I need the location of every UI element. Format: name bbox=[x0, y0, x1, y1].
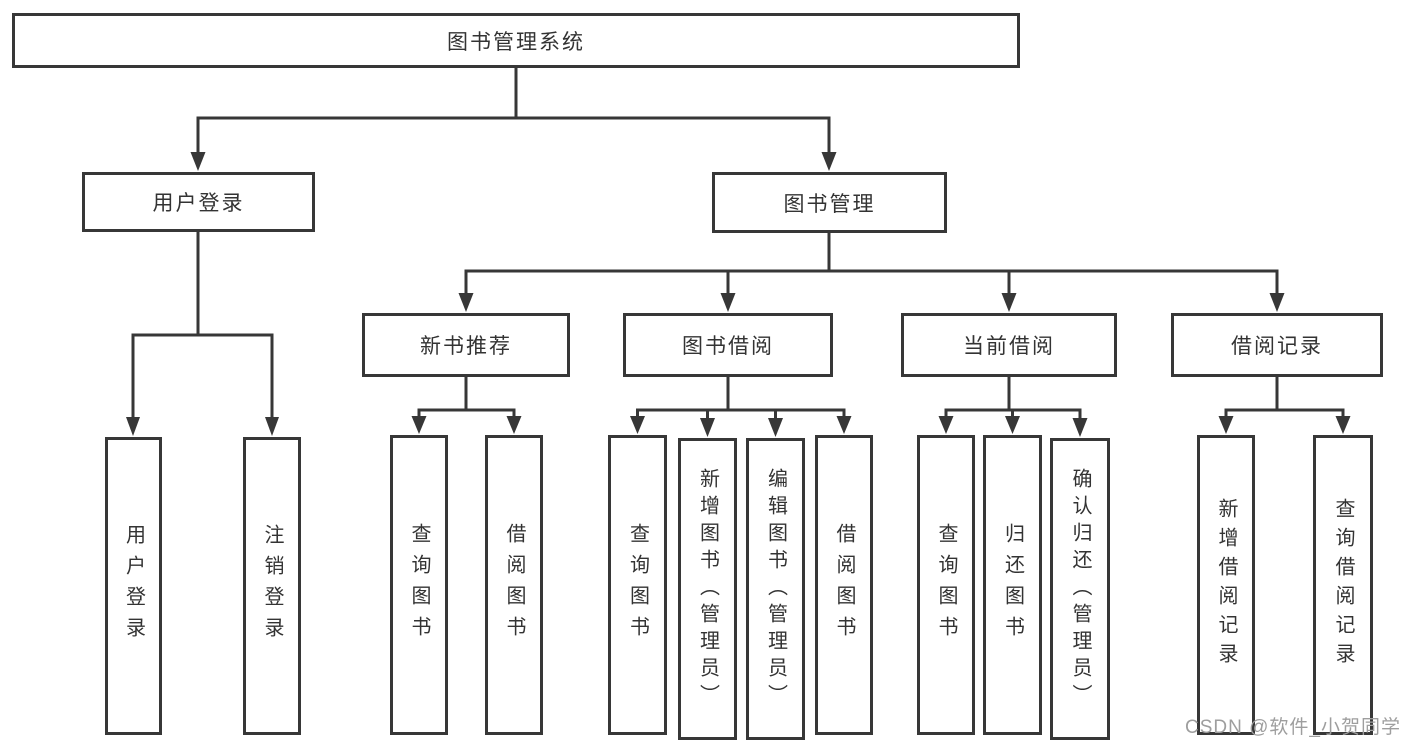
csdn-watermark: CSDN @软件_小贺同学 bbox=[1185, 717, 1401, 738]
leaf-label: 确认归还（管理员） bbox=[1069, 467, 1091, 711]
node-book-borrow: 图书借阅 bbox=[623, 313, 833, 377]
branch-book-borrow bbox=[630, 377, 852, 437]
branch-borrow-record bbox=[1218, 377, 1351, 434]
leaf-logout-label: 注销登录 bbox=[261, 524, 283, 648]
branch-new-book-recommend bbox=[411, 377, 522, 434]
leaf-label: 新增图书（管理员） bbox=[696, 467, 719, 711]
node-root-label: 图书管理系统 bbox=[447, 30, 585, 54]
node-root: 图书管理系统 bbox=[12, 13, 1020, 68]
node-current-borrow-label: 当前借阅 bbox=[963, 335, 1055, 358]
leaf-query-book-current: 查询图书 bbox=[917, 435, 975, 735]
leaf-label: 借阅图书 bbox=[503, 523, 525, 647]
leaf-label: 查询图书 bbox=[626, 523, 649, 647]
leaf-user-login: 用户登录 bbox=[105, 437, 162, 735]
leaf-edit-book-admin: 编辑图书（管理员） bbox=[746, 438, 805, 740]
leaf-add-borrow-record: 新增借阅记录 bbox=[1197, 435, 1255, 735]
leaf-label: 编辑图书（管理员） bbox=[764, 467, 787, 711]
leaf-query-book-recommend: 查询图书 bbox=[390, 435, 448, 735]
leaf-borrow-book: 借阅图书 bbox=[815, 435, 873, 735]
node-book-management-label: 图书管理 bbox=[783, 192, 876, 216]
leaf-confirm-return-admin: 确认归还（管理员） bbox=[1050, 438, 1110, 740]
leaf-add-book-admin: 新增图书（管理员） bbox=[678, 438, 737, 740]
leaf-label: 查询借阅记录 bbox=[1332, 498, 1354, 672]
leaf-query-book-borrow: 查询图书 bbox=[608, 435, 667, 735]
branch-current-borrow bbox=[938, 377, 1088, 437]
leaf-logout: 注销登录 bbox=[243, 437, 301, 735]
leaf-label: 归还图书 bbox=[1001, 523, 1024, 647]
leaf-label: 借阅图书 bbox=[833, 523, 855, 647]
leaf-return-book: 归还图书 bbox=[983, 435, 1042, 735]
leaf-label: 查询图书 bbox=[408, 523, 430, 647]
node-current-borrow: 当前借阅 bbox=[901, 313, 1117, 377]
branch-user-login bbox=[126, 232, 279, 436]
leaf-borrow-book-recommend: 借阅图书 bbox=[485, 435, 543, 735]
node-borrow-record-label: 借阅记录 bbox=[1231, 335, 1323, 358]
node-book-borrow-label: 图书借阅 bbox=[682, 335, 774, 358]
node-new-book-recommend-label: 新书推荐 bbox=[420, 335, 512, 358]
leaf-query-borrow-record: 查询借阅记录 bbox=[1313, 435, 1373, 735]
leaf-label: 查询图书 bbox=[935, 523, 957, 647]
node-user-login-label: 用户登录 bbox=[152, 192, 245, 215]
leaf-label: 新增借阅记录 bbox=[1215, 498, 1237, 672]
leaf-user-login-label: 用户登录 bbox=[122, 524, 145, 648]
branch-root bbox=[190, 66, 837, 171]
node-new-book-recommend: 新书推荐 bbox=[362, 313, 570, 377]
node-borrow-record: 借阅记录 bbox=[1171, 313, 1383, 377]
branch-book-management bbox=[458, 233, 1285, 312]
node-user-login: 用户登录 bbox=[82, 172, 315, 232]
node-book-management: 图书管理 bbox=[712, 172, 947, 233]
